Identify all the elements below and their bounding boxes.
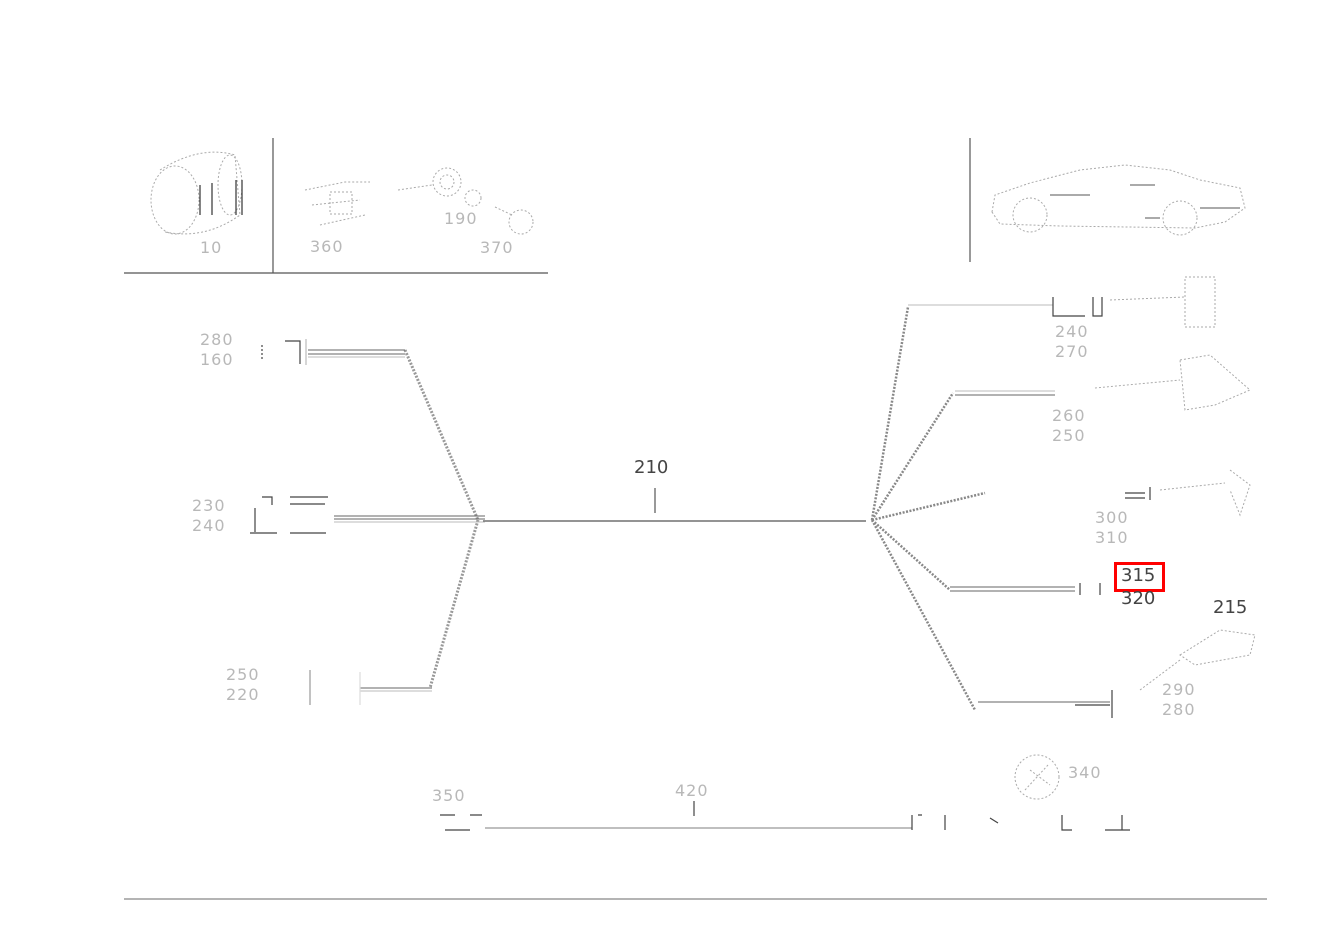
right-branches [870, 306, 986, 711]
callout-210[interactable]: 210 [634, 457, 669, 478]
callout-310[interactable]: 310 [1095, 528, 1129, 547]
callout-250-left[interactable]: 250 [226, 665, 260, 684]
callout-280-right[interactable]: 280 [1162, 700, 1196, 719]
right-part-illustrations [1014, 276, 1256, 800]
callout-230[interactable]: 230 [192, 496, 226, 515]
callout-260[interactable]: 260 [1052, 406, 1086, 425]
left-branch-wires [308, 349, 485, 692]
callout-280-left[interactable]: 280 [200, 330, 234, 349]
bottom-cable-420 [485, 801, 912, 829]
callout-215[interactable]: 215 [1213, 597, 1248, 618]
callout-270[interactable]: 270 [1055, 342, 1089, 361]
callout-340[interactable]: 340 [1068, 763, 1102, 782]
callout-190[interactable]: 190 [444, 209, 478, 228]
callout-360[interactable]: 360 [310, 237, 344, 256]
callout-250-right[interactable]: 250 [1052, 426, 1086, 445]
highlight-box [1114, 562, 1165, 592]
part-10-illustration [150, 151, 243, 235]
callout-350[interactable]: 350 [432, 786, 466, 805]
vehicle-illustration [991, 164, 1246, 236]
callout-290[interactable]: 290 [1162, 680, 1196, 699]
inset-frame [124, 138, 971, 274]
right-branch-wires [908, 304, 1110, 703]
callout-220[interactable]: 220 [226, 685, 260, 704]
callout-10[interactable]: 10 [200, 238, 223, 257]
part-360-illustration [304, 181, 370, 226]
callout-315[interactable]: 315 [1121, 565, 1156, 586]
callout-370[interactable]: 370 [480, 238, 514, 257]
bottom-connectors [440, 814, 1130, 831]
callout-320[interactable]: 320 [1121, 588, 1156, 609]
part-10-lines [199, 180, 243, 215]
callout-420[interactable]: 420 [675, 781, 709, 800]
right-connector-shapes [1052, 297, 1151, 718]
left-connector-shapes [250, 339, 361, 705]
left-branches [403, 349, 480, 689]
callout-240-left[interactable]: 240 [192, 516, 226, 535]
callout-160[interactable]: 160 [200, 350, 234, 369]
callout-300[interactable]: 300 [1095, 508, 1129, 527]
main-cable-210 [483, 488, 866, 522]
part-190-370-illustration [397, 167, 534, 235]
callout-240-right[interactable]: 240 [1055, 322, 1089, 341]
vehicle-detail-lines [1050, 184, 1240, 219]
